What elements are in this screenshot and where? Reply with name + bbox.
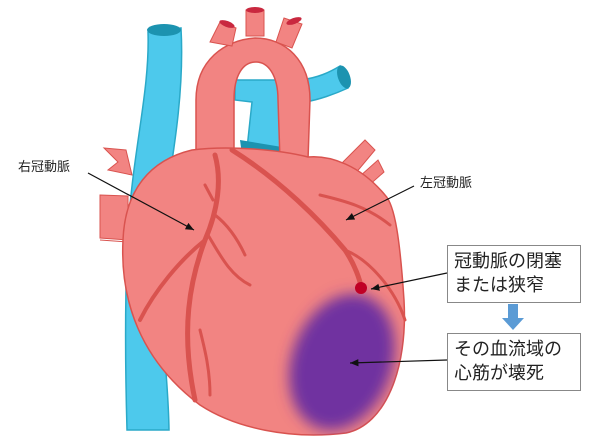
occlusion-box: 冠動脈の閉塞 または狭窄	[447, 245, 581, 303]
occlusion-line2: または狭窄	[454, 275, 544, 296]
necrosis-line1: その血流域の	[454, 339, 562, 360]
occlusion-point	[355, 282, 367, 294]
pointer-arrows	[87, 172, 448, 367]
label-right-coronary: 右冠動脈	[18, 160, 71, 175]
label-left-coronary: 左冠動脈	[420, 176, 473, 191]
heart-body	[121, 147, 406, 436]
down-arrow-icon	[502, 304, 524, 330]
necrosis-area	[289, 294, 395, 430]
necrosis-line2: 心筋が壊死	[454, 363, 544, 384]
occlusion-line1: 冠動脈の閉塞	[454, 251, 562, 272]
necrosis-box: その血流域の 心筋が壊死	[447, 333, 581, 391]
coronary-arteries	[138, 147, 407, 403]
aorta	[195, 7, 311, 161]
